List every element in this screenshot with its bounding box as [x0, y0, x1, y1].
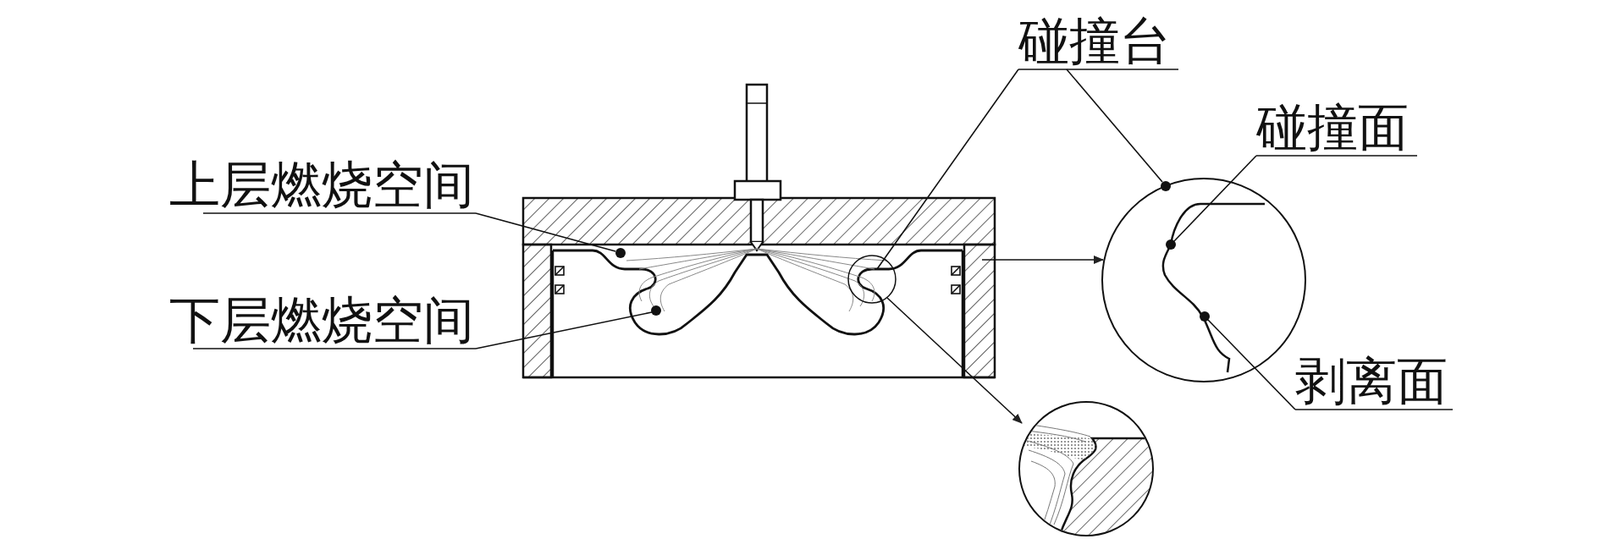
part-label: 碰撞台	[1018, 15, 1171, 67]
part-label: 剥离面	[1295, 355, 1448, 407]
part-label: 上层燃烧空间	[169, 159, 475, 210]
part-label: 下层燃烧空间	[169, 294, 475, 346]
part-label: 碰撞面	[1256, 101, 1409, 153]
